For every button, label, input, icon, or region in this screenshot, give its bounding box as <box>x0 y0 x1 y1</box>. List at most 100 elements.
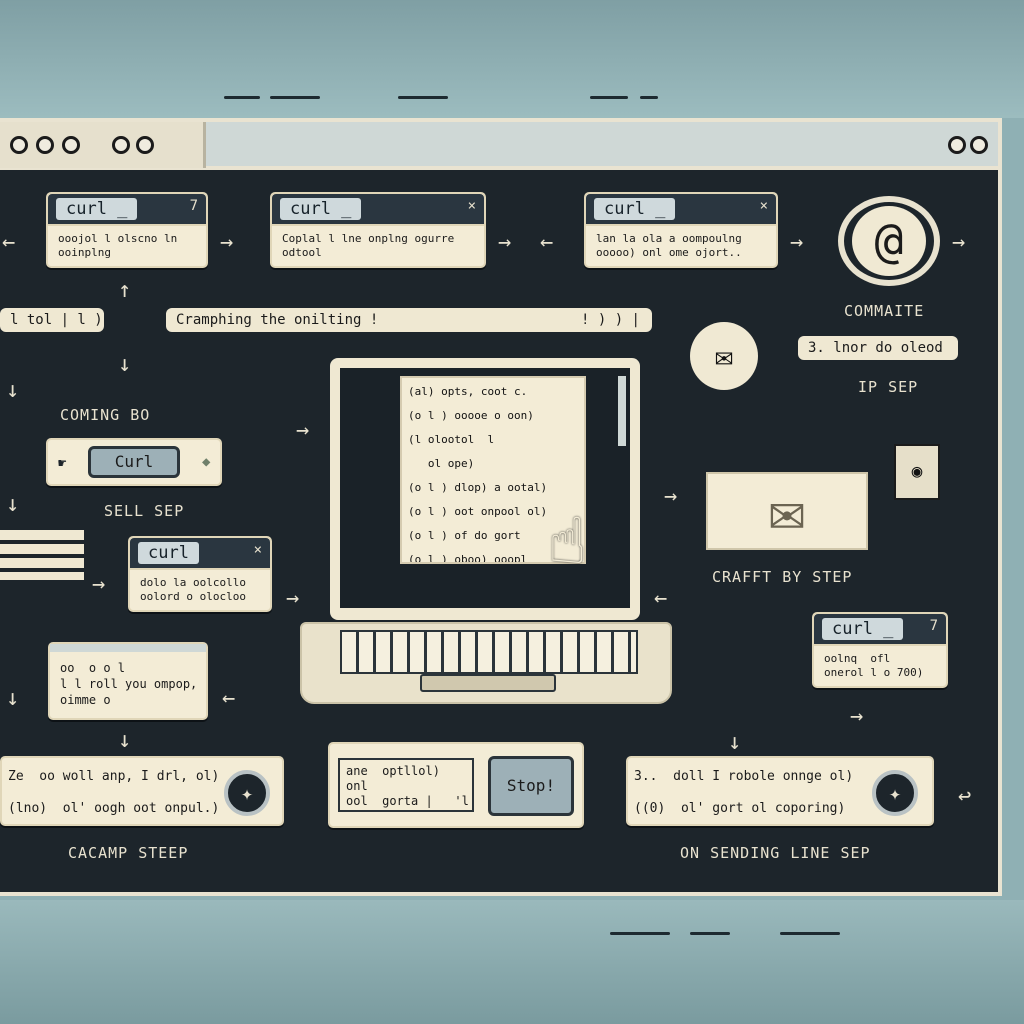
arrow-right-icon: → <box>498 230 512 255</box>
progress-pill-label: Cramphing the onilting ! <box>176 312 379 328</box>
decor-dash <box>270 96 320 99</box>
scrollbar[interactable] <box>618 376 626 446</box>
decor-dash <box>690 932 730 935</box>
arrow-right-icon: → <box>296 418 310 443</box>
at-icon[interactable]: @ <box>852 206 926 276</box>
trackpad[interactable] <box>420 674 556 692</box>
decor-dash <box>610 932 670 935</box>
arrow-down-icon: ↓ <box>728 730 742 755</box>
emblem-icon[interactable]: ✦ <box>224 770 270 816</box>
screen-display: (al) opts, coot c. (o l ) ooooe o oon) (… <box>340 368 630 608</box>
arrow-right-icon: → <box>220 230 234 255</box>
arrow-down-icon: ↓ <box>118 352 132 377</box>
cacamp-label: CACAMP STEEP <box>68 844 189 862</box>
card-header: curl _ 7 <box>48 194 206 226</box>
emblem-icon[interactable]: ✦ <box>872 770 918 816</box>
window-control-dot[interactable] <box>970 136 988 154</box>
curl-card[interactable]: curl _ 7 ooojol l olscno ln ooinplng <box>46 192 208 268</box>
curl-button-card: ☛ Curl ◆ <box>46 438 222 486</box>
mail-card-icon[interactable]: ◉ <box>894 444 940 500</box>
arrow-up-icon: ↑ <box>118 278 132 303</box>
curl-tag: curl _ <box>822 618 904 640</box>
stop-card-text: ane optllol) onl ool gorta | 'l <box>338 758 474 812</box>
card-close-icon[interactable]: × <box>759 198 768 214</box>
window-tab[interactable] <box>0 122 206 168</box>
code-editor[interactable]: (al) opts, coot c. (o l ) ooooe o oon) (… <box>400 376 586 564</box>
arrow-right-icon: → <box>790 230 804 255</box>
stop-button[interactable]: Stop! <box>488 756 574 816</box>
curl-tag: curl _ <box>56 198 138 220</box>
sending-label: ON SENDING LINE SEP <box>680 844 871 862</box>
decor-dash <box>640 96 658 99</box>
background-top <box>0 0 1024 118</box>
striped-list <box>0 530 84 580</box>
card-header: curl _ × <box>586 194 776 226</box>
card-body: Coplal l lne onplng ogurre odtool <box>282 232 455 259</box>
ip-sep-label: IP SEP <box>858 378 919 396</box>
curl-button[interactable]: Curl <box>88 446 180 478</box>
window-control-dot[interactable] <box>10 136 28 154</box>
decor-dash <box>224 96 260 99</box>
mail-card-icon[interactable]: ✉ <box>690 322 758 390</box>
step-pill[interactable]: 3. lnor do oleod <box>798 336 958 360</box>
card-close-icon[interactable]: 7 <box>189 198 198 214</box>
card-close-icon[interactable]: 7 <box>929 618 938 634</box>
window-control-dot[interactable] <box>112 136 130 154</box>
decor-dash <box>780 932 840 935</box>
arrow-left-icon: ← <box>222 686 236 711</box>
arrow-down-icon: ↓ <box>6 686 20 711</box>
card-close-icon[interactable]: × <box>467 198 476 214</box>
step-card[interactable]: 3.. doll I robole onnge ol) ((0) ol' gor… <box>626 756 934 826</box>
sell-sep-label: SELL SEP <box>104 502 185 520</box>
curl-card[interactable]: curl _ × Coplal l lne onplng ogurre odto… <box>270 192 486 268</box>
progress-pill[interactable]: Cramphing the onilting ! ! ) ) | <box>166 308 652 332</box>
progress-pill-end: ! ) ) | <box>580 312 640 328</box>
step-card-line: 3.. doll I robole onnge ol) <box>634 769 854 784</box>
step-card-line: Ze oo woll anp, I drl, ol) <box>8 769 220 784</box>
cursor-hand-icon: ☝ <box>548 505 587 579</box>
arrow-down-icon: ↓ <box>118 728 132 753</box>
cursor-hand-icon: ☛ <box>58 456 67 472</box>
step-card-line: ((0) ol' gort ol coporing) <box>634 801 846 816</box>
arrow-right-icon: → <box>952 230 966 255</box>
laptop-screen: (al) opts, coot c. (o l ) ooooe o oon) (… <box>330 358 640 620</box>
arrow-left-icon: ← <box>540 230 554 255</box>
decor-dash <box>590 96 628 99</box>
step-pill[interactable]: l tol | l ) <box>0 308 104 332</box>
curl-card[interactable]: curl × dolo la oolcollo oolord o olocloo <box>128 536 272 612</box>
card-header: curl × <box>130 538 270 570</box>
curl-card[interactable]: curl _ × lan la ola a oompoulng ooooo) o… <box>584 192 778 268</box>
card-close-icon[interactable]: × <box>253 542 262 558</box>
keyboard <box>340 630 638 674</box>
at-icon-ring: @ <box>838 196 940 286</box>
stop-card: ane optllol) onl ool gorta | 'l Stop! <box>328 742 584 828</box>
window-control-dot[interactable] <box>36 136 54 154</box>
card-body: oolnq ofl onerol l o 700) <box>824 652 924 679</box>
arrow-right-icon: → <box>286 586 300 611</box>
step-card-line: (lno) ol' oogh oot onpul.) <box>8 801 220 816</box>
curl-tag: curl _ <box>594 198 676 220</box>
window-control-dot[interactable] <box>62 136 80 154</box>
note-header <box>50 644 206 652</box>
card-body: lan la ola a oompoulng ooooo) onl ome oj… <box>596 232 742 259</box>
step-card[interactable]: Ze oo woll anp, I drl, ol) (lno) ol' oog… <box>0 756 284 826</box>
note-card[interactable]: oo o o l l l roll you ompop, oimme o <box>48 642 208 720</box>
arrow-left-icon: ← <box>2 230 16 255</box>
arrow-left-icon: ← <box>654 586 668 611</box>
note-body: oo o o l l l roll you ompop, oimme o <box>60 661 198 707</box>
arrow-right-icon: → <box>664 484 678 509</box>
decor-dash <box>398 96 448 99</box>
crafft-label: CRAFFT BY STEP <box>712 568 853 586</box>
arrow-right-icon: → <box>92 572 106 597</box>
card-body: ooojol l olscno ln ooinplng <box>58 232 178 259</box>
card-header: curl _ 7 <box>814 614 946 646</box>
arrow-down-icon: ↓ <box>6 378 20 403</box>
coming-bo-label: COMING BO <box>60 406 151 424</box>
arrow-right-icon: → <box>850 704 864 729</box>
envelope-icon[interactable]: ✉ <box>706 472 868 550</box>
commaite-label: COMMAITE <box>844 302 925 320</box>
window-control-dot[interactable] <box>136 136 154 154</box>
curl-card[interactable]: curl _ 7 oolnq ofl onerol l o 700) <box>812 612 948 688</box>
window-control-dot[interactable] <box>948 136 966 154</box>
curl-tag: curl <box>138 542 199 564</box>
